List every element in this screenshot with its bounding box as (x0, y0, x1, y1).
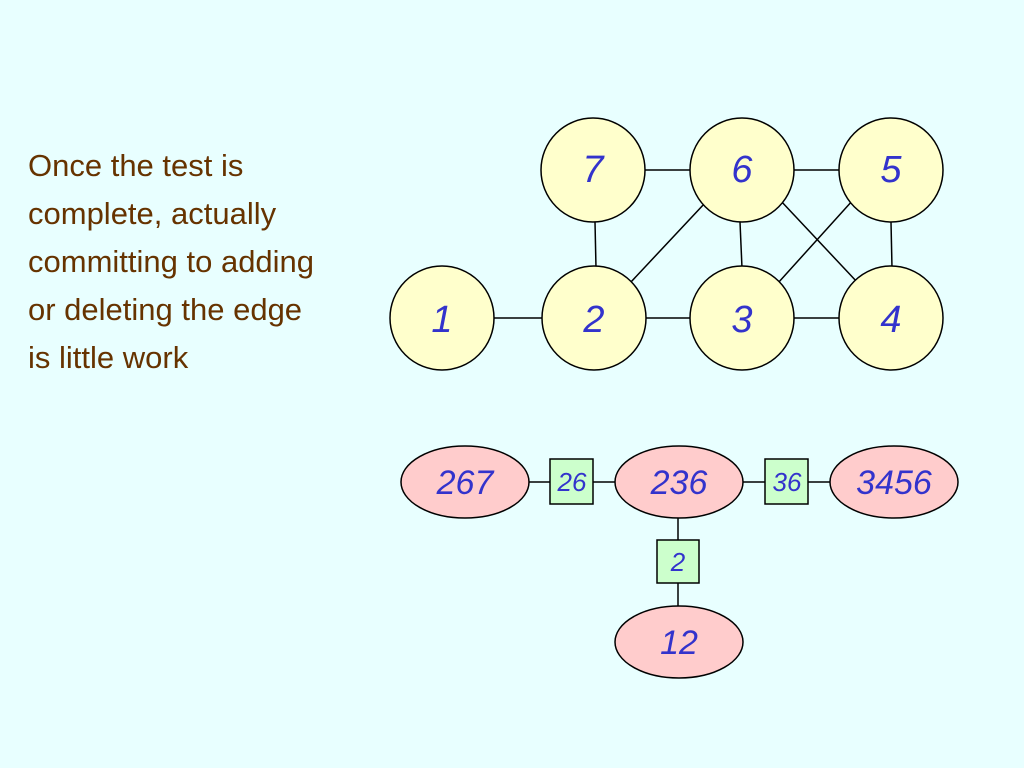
edge-5-3 (777, 199, 854, 284)
edge-6-4 (779, 199, 859, 284)
node-label: 5 (880, 149, 902, 191)
caption-text: Once the test is complete, actually comm… (28, 142, 408, 382)
clique-ellipse (614, 605, 744, 679)
clique-12: 12 (614, 605, 744, 679)
separator-box (656, 539, 700, 584)
graph-node-5: 5 (838, 117, 944, 223)
separator-label: 26 (557, 467, 587, 497)
edge-7-2 (594, 221, 597, 269)
caption-line: Once the test is (28, 148, 244, 183)
node-circle (389, 265, 495, 371)
edge-6-3 (739, 221, 743, 269)
node-circle (689, 265, 795, 371)
graph-node-4: 4 (838, 265, 944, 371)
separator-2: 2 (656, 539, 700, 584)
node-circle (689, 117, 795, 223)
graph-node-1: 1 (389, 265, 495, 371)
graph-node-6: 6 (689, 117, 795, 223)
separator-36: 36 (764, 458, 809, 505)
separator-label: 36 (773, 467, 802, 497)
separator-26: 26 (549, 458, 594, 505)
node-label: 1 (431, 299, 452, 341)
node-circle (540, 117, 646, 223)
graph-node-2: 2 (541, 265, 647, 371)
clique-label: 3456 (856, 464, 932, 502)
separator-label: 2 (670, 547, 686, 577)
clique-ellipse (829, 445, 959, 519)
caption-line: complete, actually (28, 196, 277, 231)
clique-ellipse (614, 445, 744, 519)
caption-line: or deleting the edge (28, 292, 303, 327)
node-label: 7 (582, 149, 605, 191)
separator-box (549, 458, 594, 505)
edge-5-4 (890, 221, 893, 269)
clique-label: 267 (436, 464, 495, 502)
caption-line: committing to adding (28, 244, 315, 279)
graph-node-7: 7 (540, 117, 646, 223)
clique-ellipse (400, 445, 530, 519)
clique-236: 236 (614, 445, 744, 519)
node-circle (541, 265, 647, 371)
node-circle (838, 117, 944, 223)
graph-edges (494, 169, 893, 319)
caption-line: is little work (28, 340, 189, 375)
tree-edges (528, 481, 830, 606)
node-circle (838, 265, 944, 371)
clique-label: 12 (660, 624, 698, 662)
clique-267: 267 (400, 445, 530, 519)
clique-label: 236 (650, 464, 708, 502)
graph-node-3: 3 (689, 265, 795, 371)
node-label: 4 (880, 299, 901, 341)
separator-box (764, 458, 809, 505)
node-label: 3 (731, 299, 752, 341)
node-label: 2 (582, 299, 604, 341)
edge-2-6 (629, 202, 706, 284)
clique-3456: 3456 (829, 445, 959, 519)
node-label: 6 (731, 149, 753, 191)
